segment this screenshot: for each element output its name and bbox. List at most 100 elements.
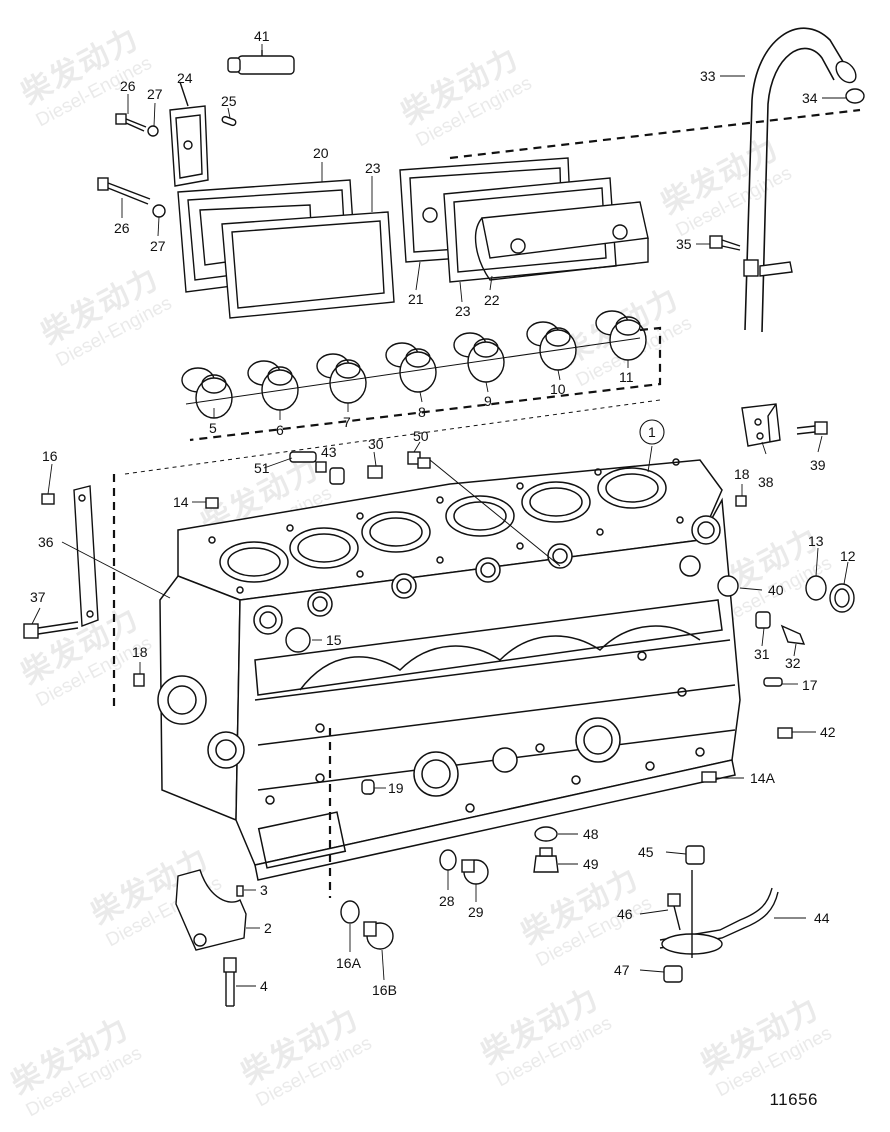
- cylinder-liner-part: [385, 342, 437, 393]
- cylinder-liners-row: [124, 310, 662, 475]
- plug-part: [777, 727, 793, 739]
- callout-23: 23: [365, 160, 381, 176]
- plug-part: [363, 921, 394, 950]
- stud-part: [667, 893, 681, 931]
- bearing-cap-part: [175, 869, 247, 951]
- oil-pipe-part: [659, 870, 779, 958]
- callout-25: 25: [221, 93, 237, 109]
- callout-44: 44: [814, 910, 830, 926]
- callout-22: 22: [484, 292, 500, 308]
- callout-33: 33: [700, 68, 716, 84]
- callout-26: 26: [120, 78, 136, 94]
- callout-13: 13: [808, 533, 824, 549]
- plug-part: [285, 627, 311, 653]
- cylinder-liner-part: [453, 332, 505, 383]
- callout-28: 28: [439, 893, 455, 909]
- engine-block-part: [157, 458, 741, 881]
- plug-part: [205, 497, 219, 509]
- plug-part: [701, 771, 717, 783]
- callout-30: 30: [368, 436, 384, 452]
- fitting-part: [755, 611, 771, 629]
- callout-21: 21: [408, 291, 424, 307]
- callout-7: 7: [343, 414, 351, 430]
- callout-26b: 26: [114, 220, 130, 236]
- pin-part: [221, 115, 237, 127]
- callout-3: 3: [260, 882, 268, 898]
- callout-8: 8: [418, 404, 426, 420]
- drawing-number: 11656: [769, 1090, 818, 1109]
- gasket-part: [221, 211, 395, 319]
- callout-49: 49: [583, 856, 599, 872]
- callout-31: 31: [754, 646, 770, 662]
- callout-27: 27: [147, 86, 163, 102]
- callout-16b: 16B: [372, 982, 397, 998]
- callout-48: 48: [583, 826, 599, 842]
- callout-46: 46: [617, 906, 633, 922]
- callout-41: 41: [254, 28, 270, 44]
- callout-9: 9: [484, 393, 492, 409]
- drain-plug-part: [533, 847, 559, 873]
- callout-29: 29: [468, 904, 484, 920]
- callout-23b: 23: [455, 303, 471, 319]
- seal-ring-part: [845, 88, 865, 104]
- cylinder-liner-part: [316, 353, 367, 404]
- small-cover-plate-part: [169, 81, 209, 187]
- spacer-part: [663, 965, 683, 983]
- dowel-part: [763, 677, 783, 687]
- callout-16a: 16A: [336, 955, 361, 971]
- plug-part: [717, 575, 739, 597]
- callout-50: 50: [413, 428, 429, 444]
- callout-34: 34: [802, 90, 818, 106]
- callout-39: 39: [810, 457, 826, 473]
- callout-27b: 27: [150, 238, 166, 254]
- callout-2: 2: [264, 920, 272, 936]
- callout-15: 15: [326, 632, 342, 648]
- cup-plug-part: [829, 583, 855, 613]
- dipstick-tube-part: [743, 27, 857, 333]
- cylinder-liner-part: [181, 367, 233, 419]
- bolt-part: [223, 957, 237, 1007]
- callout-36: 36: [38, 534, 54, 550]
- fitting-part: [407, 451, 431, 469]
- washer-part: [340, 900, 360, 924]
- callout-42: 42: [820, 724, 836, 740]
- plug-part: [133, 673, 145, 687]
- callout-38: 38: [758, 474, 774, 490]
- callout-1: 1: [648, 424, 656, 440]
- fitting-part: [289, 451, 345, 485]
- callout-40: 40: [768, 582, 784, 598]
- callout-37: 37: [30, 589, 46, 605]
- plug-part: [361, 779, 375, 795]
- bolt-part: [796, 421, 828, 435]
- callout-16: 16: [42, 448, 58, 464]
- callout-circle: [639, 419, 665, 445]
- sealant-tube-part: [227, 50, 295, 75]
- washer-part: [147, 125, 159, 137]
- callout-14a: 14A: [750, 770, 775, 786]
- callout-24: 24: [177, 70, 193, 86]
- callout-18b: 18: [132, 644, 148, 660]
- callout-10: 10: [550, 381, 566, 397]
- callout-35: 35: [676, 236, 692, 252]
- bolt-part: [709, 235, 741, 251]
- bracket-part: [741, 403, 781, 447]
- callout-11: 11: [619, 369, 634, 385]
- callout-47: 47: [614, 962, 630, 978]
- washer-part: [534, 826, 558, 842]
- fitting-part: [367, 465, 383, 479]
- fitting-part: [780, 624, 806, 645]
- callout-12: 12: [840, 548, 856, 564]
- bolt-part: [115, 113, 147, 132]
- plug-part: [735, 495, 747, 507]
- callout-5: 5: [209, 420, 217, 436]
- callout-17: 17: [802, 677, 818, 693]
- callout-20: 20: [313, 145, 329, 161]
- leader-lines: [31, 44, 849, 987]
- callout-43: 43: [321, 444, 337, 460]
- callout-18: 18: [734, 466, 750, 482]
- bolt-part: [23, 621, 79, 639]
- spacer-part: [685, 845, 705, 865]
